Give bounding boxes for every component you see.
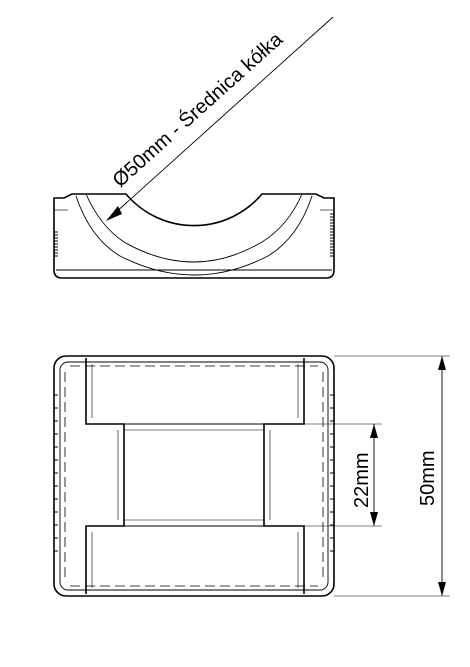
dim-22-arrow-bottom	[370, 512, 378, 526]
plan-view: 22mm 50mm	[53, 355, 450, 597]
dim-22-arrow-top	[370, 424, 378, 438]
plan-grip-ticks-left	[54, 394, 58, 552]
side-grip-ticks-right	[330, 213, 334, 257]
diameter-leader-line	[113, 16, 334, 215]
wheel-diameter-label: Ø50mm - Średnica kółka	[107, 26, 287, 191]
cradle-outer-curve	[75, 195, 313, 276]
side-profile-view: Ø50mm - Średnica kółka	[53, 16, 335, 279]
inner-width-label: 22mm	[351, 452, 373, 508]
plan-h-channel	[85, 358, 305, 594]
plan-outer-outline	[53, 355, 335, 597]
side-grip-ticks-left	[54, 231, 58, 257]
outer-width-label: 50mm	[417, 450, 439, 506]
side-profile-outline	[53, 193, 335, 279]
dim-50-arrow-bottom	[438, 582, 446, 596]
cradle-inner-curve	[85, 193, 303, 263]
plan-inner-outline	[59, 361, 329, 591]
plan-grip-ticks-right	[330, 394, 334, 552]
diameter-leader-arrow	[106, 206, 122, 221]
dim-50-arrow-top	[438, 356, 446, 370]
